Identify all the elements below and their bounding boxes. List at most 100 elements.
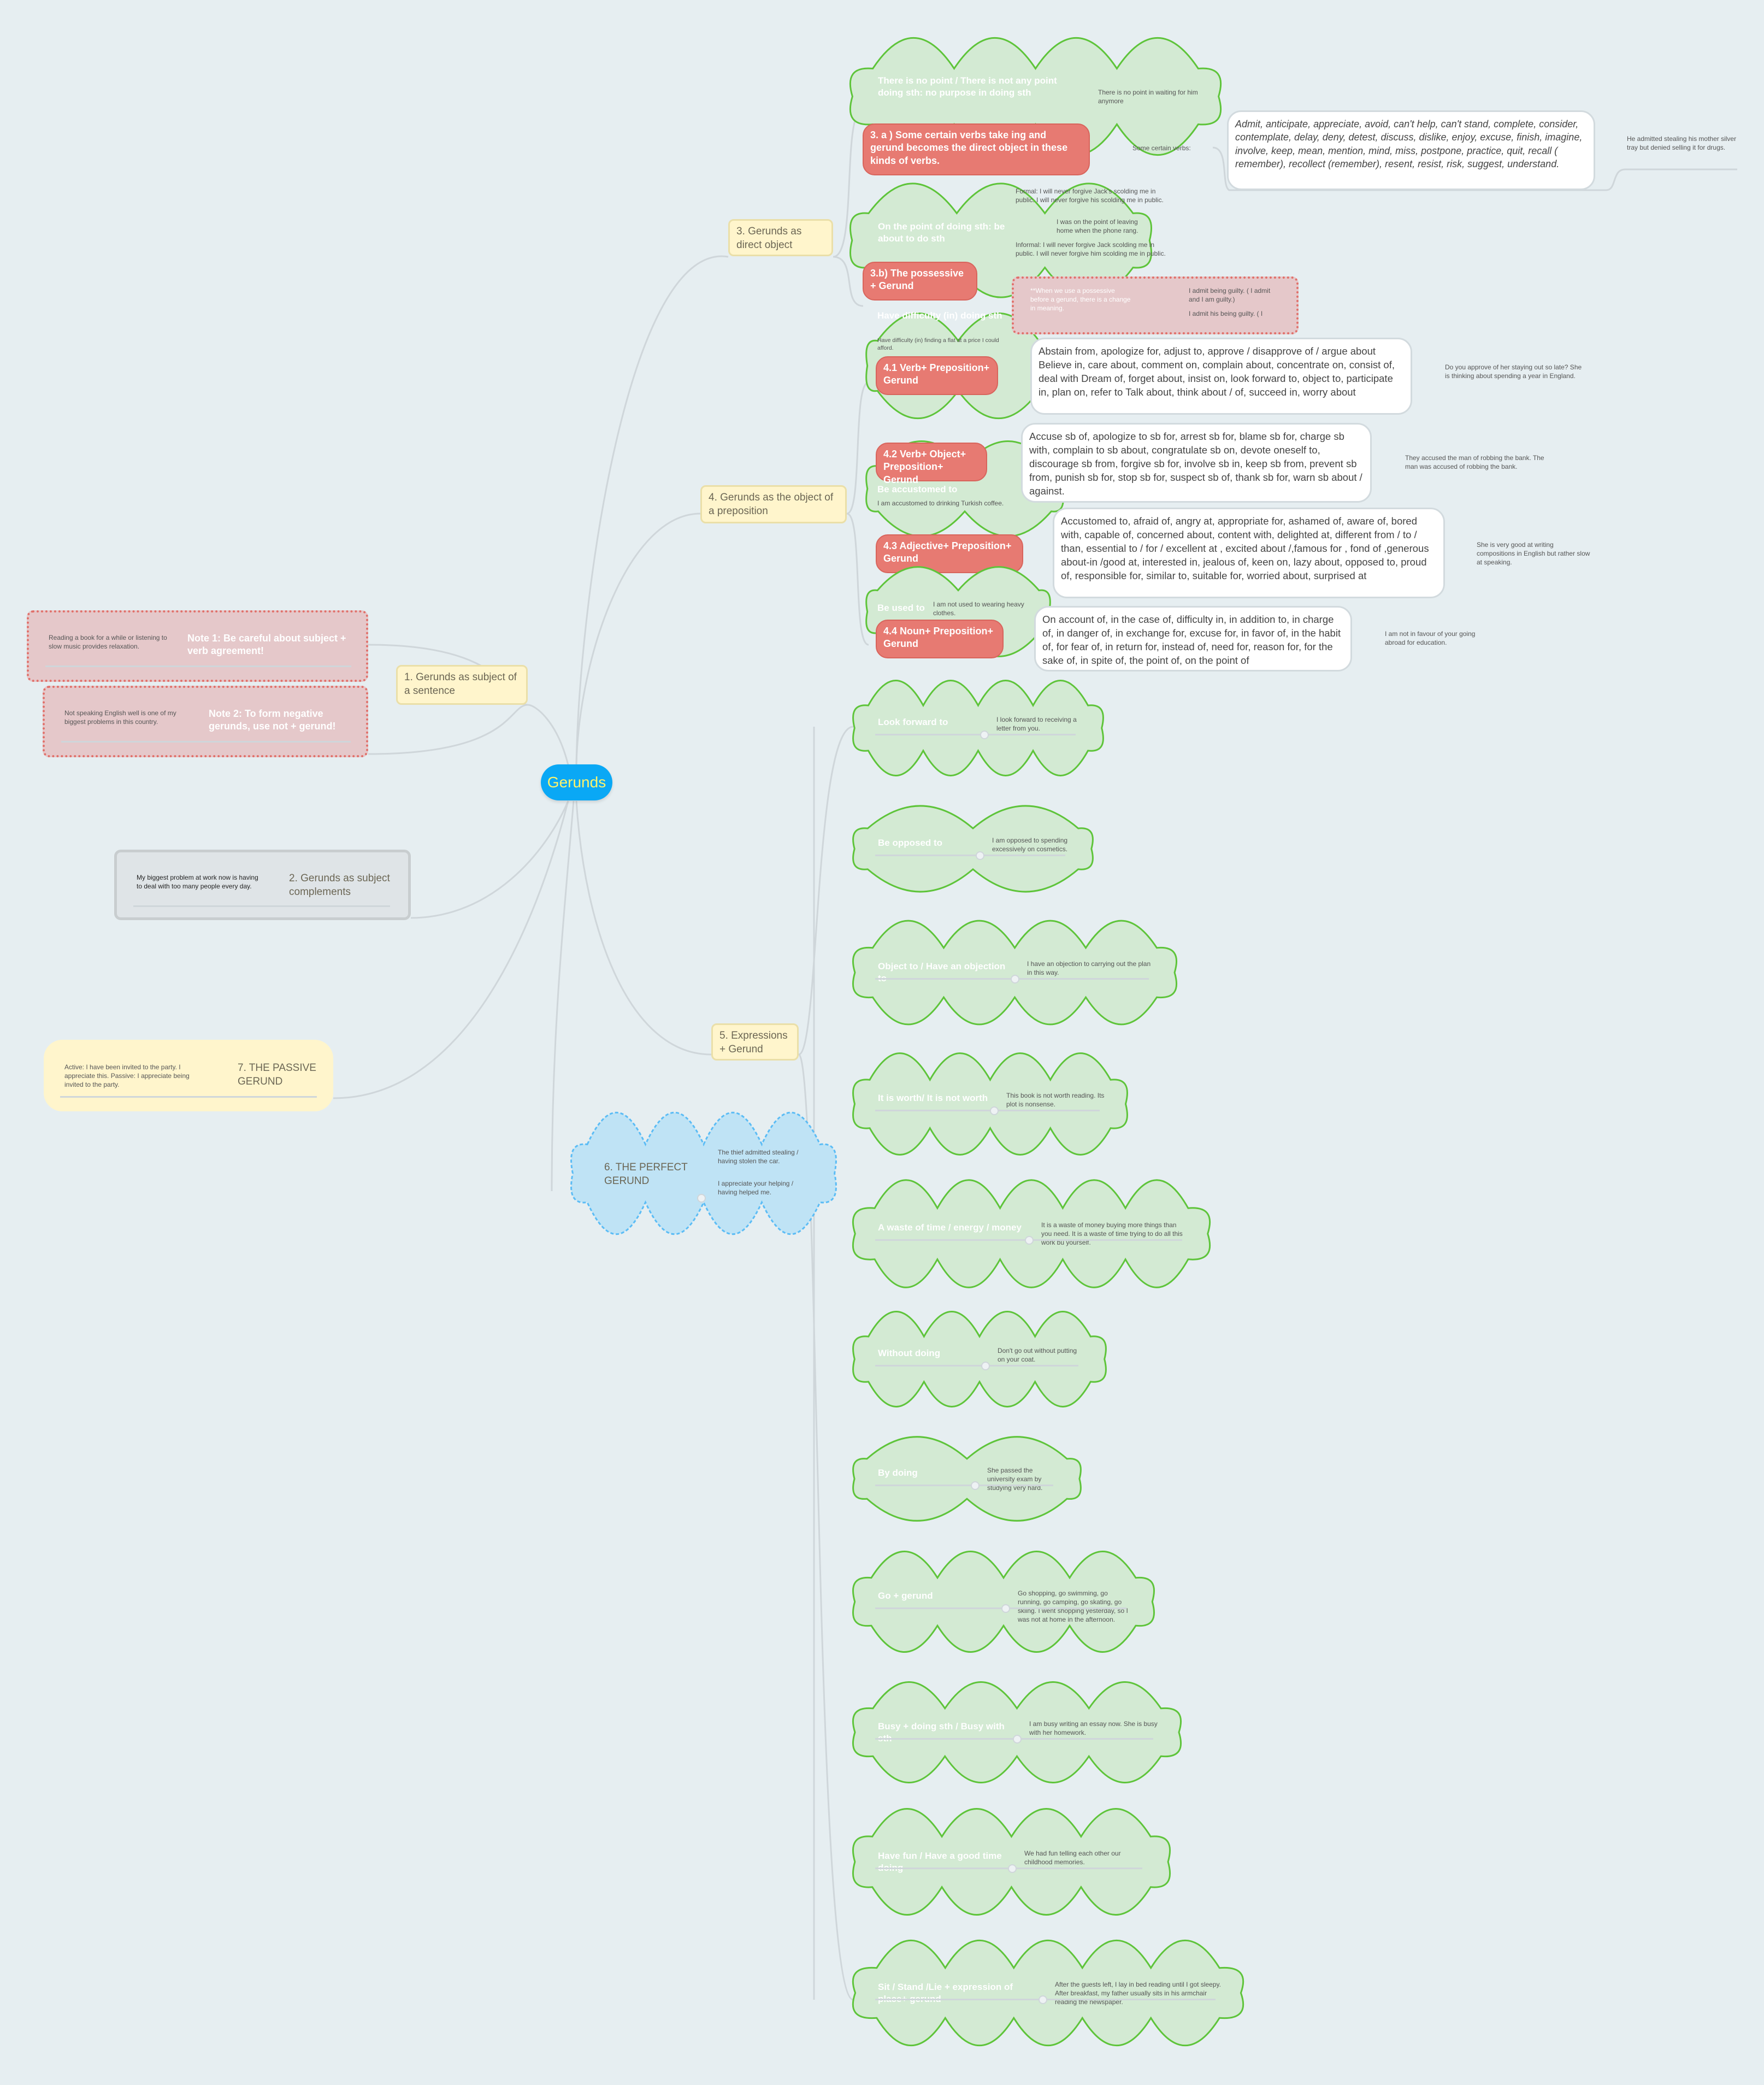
- connector-dot: [1039, 1995, 1047, 2004]
- expression-example: I look forward to receiving a letter fro…: [996, 715, 1077, 732]
- possessive-example-2: I admit his being guilty. ( I: [1189, 310, 1263, 317]
- certain-verbs-example: He admitted stealing his mother silver t…: [1627, 135, 1737, 152]
- note-1-title: Note 1: Be careful about subject + verb …: [187, 633, 346, 657]
- expression-example: After the guests left, I lay in bed read…: [1055, 1980, 1221, 2006]
- expression-label: Object to / Have an objection to: [878, 961, 1006, 983]
- expression-cloud[interactable]: Without doing Don't go out without putti…: [853, 1303, 1106, 1416]
- perfect-example-2: I appreciate your helping / having helpe…: [718, 1180, 794, 1197]
- cloud-shape: [853, 1303, 1106, 1416]
- verb-preposition-list[interactable]: Abstain from, apologize for, adjust to, …: [1030, 338, 1412, 415]
- cloud-shape: [853, 672, 1103, 785]
- complements-example: My biggest problem at work now is having…: [137, 874, 258, 891]
- topic-gerunds-subject[interactable]: 1. Gerunds as subject of a sentence: [396, 665, 528, 705]
- expression-cloud[interactable]: Object to / Have an objection to I have …: [853, 911, 1176, 1034]
- possessive-example-1: I admit being guilty. ( I admit and I am…: [1189, 287, 1271, 304]
- expression-example: It is a waste of money buying more thing…: [1041, 1221, 1183, 1247]
- certain-verbs-label: Some certain verbs:: [1132, 144, 1191, 152]
- connector-dot: [980, 730, 989, 739]
- verb-object-preposition-example: They accused the man of robbing the bank…: [1405, 454, 1544, 471]
- cloud-shape: [853, 1799, 1170, 1925]
- expression-label: By doing: [878, 1467, 918, 1478]
- expression-cloud[interactable]: By doing She passed the university exam …: [853, 1429, 1081, 1529]
- node-3a-certain-verbs[interactable]: 3. a ) Some certain verbs take ing and g…: [863, 123, 1090, 175]
- node-4-1-verb-preposition[interactable]: 4.1 Verb+ Preposition+ Gerund: [876, 356, 998, 395]
- central-topic-label: Gerunds: [547, 774, 606, 791]
- expression-example: I have an objection to carrying out the …: [1027, 960, 1151, 977]
- cloud-shape: [853, 911, 1176, 1034]
- topic-perfect-gerund[interactable]: 6. THE PERFECT GERUND The thief admitted…: [571, 1101, 836, 1246]
- connector-dot: [697, 1194, 706, 1203]
- divider: [45, 665, 351, 667]
- expression-example: Go shopping, go swimming, go running, go…: [1018, 1589, 1128, 1624]
- divider: [875, 854, 1065, 856]
- note-2-box[interactable]: Not speaking English well is one of my b…: [43, 686, 368, 757]
- passive-example: Active: I have been invited to the party…: [64, 1063, 190, 1089]
- noun-preposition-example: I am not in favour of your going abroad …: [1385, 630, 1476, 647]
- adjective-preposition-list[interactable]: Accustomed to, afraid of, angry at, appr…: [1053, 508, 1445, 598]
- expression-cloud[interactable]: Be opposed to I am opposed to spending e…: [853, 798, 1093, 900]
- node-4-4-noun-preposition[interactable]: 4.4 Noun+ Preposition+ Gerund: [876, 620, 1004, 658]
- expression-cloud[interactable]: Have fun / Have a good time doing We had…: [853, 1799, 1170, 1925]
- expression-cloud[interactable]: Busy + doing sth / Busy with sth I am bu…: [853, 1672, 1181, 1792]
- connector-dot: [1001, 1604, 1010, 1613]
- expression-example: We had fun telling each other our childh…: [1024, 1849, 1121, 1866]
- expression-label: Be opposed to: [878, 837, 943, 848]
- connector-dot: [1025, 1236, 1034, 1245]
- expression-label: Go + gerund: [878, 1590, 933, 1601]
- accustomed-label: Be accustomed to: [877, 484, 958, 494]
- expression-label: Busy + doing sth / Busy with sth: [878, 1721, 1005, 1744]
- expression-cloud[interactable]: Look forward to I look forward to receiv…: [853, 672, 1103, 785]
- perfect-example-1: The thief admitted stealing / having sto…: [718, 1148, 799, 1165]
- expression-cloud[interactable]: Sit / Stand /Lie + expression of place+ …: [853, 1930, 1243, 2055]
- divider: [875, 733, 1076, 735]
- expression-example: I am opposed to spending excessively on …: [992, 836, 1068, 853]
- formal-example: Formal: I will never forgive Jack's scol…: [1016, 187, 1164, 204]
- expression-cloud[interactable]: Go + gerund Go shopping, go swimming, go…: [853, 1542, 1154, 1662]
- connector-dot: [976, 851, 984, 860]
- expression-example: This book is not worth reading. Its plot…: [1006, 1091, 1105, 1108]
- central-topic[interactable]: Gerunds: [541, 764, 612, 800]
- certain-verbs-list[interactable]: Admit, anticipate, appreciate, avoid, ca…: [1227, 110, 1595, 190]
- topic-passive-gerund[interactable]: Active: I have been invited to the party…: [44, 1040, 333, 1111]
- note-2-example: Not speaking English well is one of my b…: [64, 709, 176, 726]
- note-1-example: Reading a book for a while or listening …: [49, 634, 167, 651]
- connector-dot: [1011, 975, 1019, 983]
- cloud-shape: [853, 1044, 1127, 1164]
- used-example: I am not used to wearing heavy clothes.: [933, 600, 1024, 617]
- node-4-2-verb-object-preposition[interactable]: 4.2 Verb+ Object+ Preposition+ Gerund: [876, 443, 987, 485]
- verb-preposition-example: Do you approve of her staying out so lat…: [1445, 363, 1582, 380]
- cloud-shape: [853, 1930, 1243, 2055]
- possessive-note: **When we use a possessive before a geru…: [1030, 287, 1131, 313]
- connector-dot: [971, 1481, 980, 1490]
- possessive-note-box[interactable]: **When we use a possessive before a geru…: [1012, 276, 1299, 334]
- node-3b-possessive[interactable]: 3.b) The possessive + Gerund: [863, 262, 977, 301]
- topic-expressions[interactable]: 5. Expressions + Gerund: [711, 1023, 799, 1061]
- expression-example: I am busy writing an essay now. She is b…: [1029, 1719, 1158, 1736]
- divider: [875, 1364, 1078, 1367]
- expression-example: Don't go out without putting on your coa…: [998, 1346, 1077, 1363]
- no-point-label: There is no point / There is not any poi…: [878, 75, 1057, 98]
- cloud-shape: [853, 1429, 1081, 1529]
- topic-direct-object[interactable]: 3. Gerunds as direct object: [728, 219, 833, 256]
- expression-cloud[interactable]: It is worth/ It is not worth This book i…: [853, 1044, 1127, 1164]
- connector-dot: [990, 1106, 999, 1115]
- expression-cloud[interactable]: A waste of time / energy / money It is a…: [853, 1170, 1210, 1298]
- cloud-shape: [853, 1672, 1181, 1792]
- topic-object-of-preposition[interactable]: 4. Gerunds as the object of a prepositio…: [700, 485, 847, 523]
- connector-dot: [981, 1361, 990, 1370]
- difficulty-label: Have difficulty (in) doing sth: [877, 310, 1002, 321]
- on-point-label: On the point of doing sth: be about to d…: [878, 221, 1005, 244]
- expression-label: It is worth/ It is not worth: [878, 1092, 988, 1103]
- connector-dot: [1008, 1864, 1017, 1873]
- topic-subject-complements[interactable]: My biggest problem at work now is having…: [114, 850, 411, 920]
- note-1-box[interactable]: Reading a book for a while or listening …: [27, 610, 368, 682]
- informal-example: Informal: I will never forgive Jack scol…: [1016, 241, 1166, 258]
- divider: [875, 1109, 1100, 1111]
- used-label: Be used to: [877, 603, 925, 613]
- perfect-label: 6. THE PERFECT GERUND: [604, 1162, 688, 1187]
- expression-label: Without doing: [878, 1347, 941, 1358]
- noun-preposition-list[interactable]: On account of, in the case of, difficult…: [1034, 606, 1352, 672]
- expression-label: A waste of time / energy / money: [878, 1222, 1022, 1233]
- verb-object-preposition-list[interactable]: Accuse sb of, apologize to sb for, arres…: [1021, 423, 1372, 503]
- note-2-title: Note 2: To form negative gerunds, use no…: [209, 708, 336, 732]
